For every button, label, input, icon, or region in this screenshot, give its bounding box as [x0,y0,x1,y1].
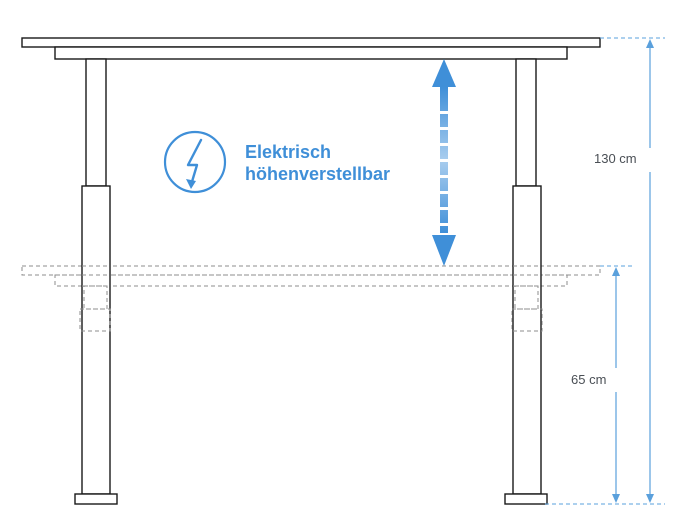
dimension-guides [545,37,665,505]
arrow-up-head [432,59,456,87]
min-height-label: 65 cm [571,372,607,387]
lowered-frame [54,274,568,287]
right-inner-leg [515,58,537,187]
lightning-bolt-icon [163,130,227,194]
right-foot [504,493,548,505]
max-height-label: 130 cm [594,151,637,166]
feature-label-line2: höhenverstellbar [245,164,391,184]
tabletop [21,37,601,48]
right-outer-leg [512,185,542,495]
dimension-max-height [646,39,654,503]
height-adjust-arrow [432,59,456,266]
arrow-down-head [432,235,456,266]
raised-desk [21,37,601,505]
left-inner-leg [85,58,107,187]
desk-frame [54,46,568,60]
feature-label-line1: Elektrisch [245,142,332,162]
left-outer-leg [81,185,111,495]
dimension-min-height [612,267,620,503]
left-foot [74,493,118,505]
